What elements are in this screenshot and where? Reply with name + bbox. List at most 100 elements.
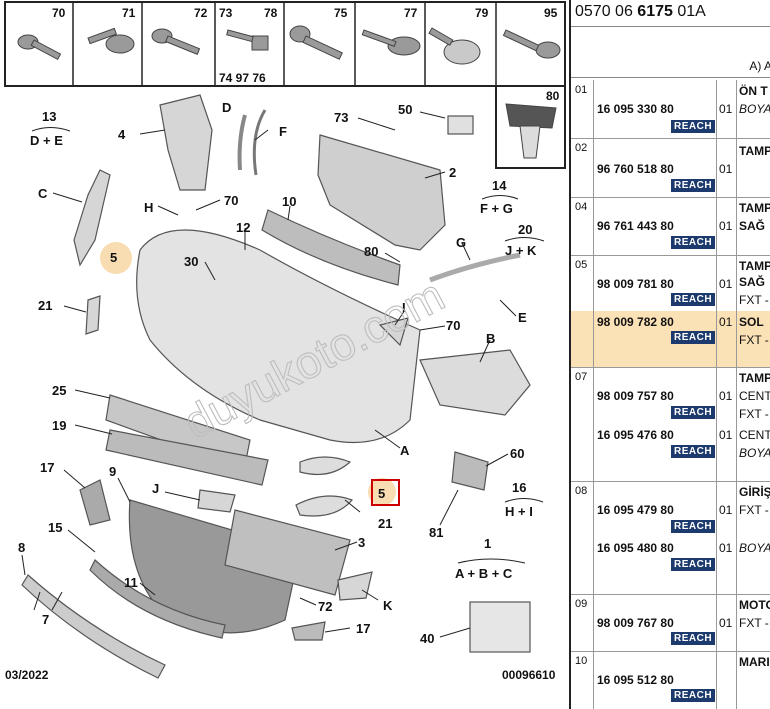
screw-icons (17, 25, 561, 159)
quantity: 01 (719, 315, 733, 329)
reach-badge: REACH (671, 120, 716, 133)
part-label: 70 (224, 193, 238, 208)
part-number[interactable]: 16 095 330 80 (597, 102, 674, 116)
description-2: SAĞ (739, 275, 766, 289)
part-row[interactable]: 07 98 009 757 80 REACH 01 TAMP CENT FXT … (571, 367, 770, 482)
parts-diagram: 70 71 72 73 78 75 77 79 95 74 97 76 80 (4, 1, 566, 682)
row-number: 05 (575, 259, 588, 271)
part-label: H (144, 200, 153, 215)
part-k (337, 571, 373, 601)
part-row[interactable]: 09 98 009 767 80 REACH 01 MOTO FXT - (571, 594, 770, 652)
part-label: 16 (512, 480, 526, 495)
part-label: A (400, 443, 410, 458)
part-label: 15 (48, 520, 62, 535)
reach-badge: REACH (671, 331, 716, 344)
reach-badge: REACH (671, 632, 716, 645)
part-number[interactable]: 98 009 782 80 (597, 315, 674, 329)
reach-badge: REACH (671, 179, 716, 192)
highlight-circle (368, 478, 396, 506)
description: CENT (739, 428, 770, 442)
part-5-cover (299, 456, 352, 475)
part-row[interactable]: 10 16 095 512 80 REACH MARI (571, 651, 770, 709)
part-21-cover (295, 495, 354, 517)
part-number[interactable]: 16 095 512 80 (597, 673, 674, 687)
group-label: D + E (30, 133, 63, 148)
part-number[interactable]: 16 095 479 80 (597, 503, 674, 517)
part-label: 3 (358, 535, 365, 550)
row-number: 07 (575, 371, 588, 383)
quantity: 01 (719, 503, 733, 517)
description-3: FXT - (739, 293, 769, 307)
part-d (237, 114, 247, 171)
part-21 (85, 295, 101, 335)
part-label: 4 (118, 127, 126, 142)
quantity: 01 (719, 389, 733, 403)
screw-70-icon (17, 34, 62, 61)
screw-72-icon (151, 28, 201, 55)
part-row[interactable]: 04 96 761 443 80 REACH 01 TAMP SAĞ (571, 197, 770, 256)
part-g (429, 252, 521, 283)
group-label: H + I (505, 504, 533, 519)
part-label: 81 (429, 525, 443, 540)
part-label: E (518, 310, 527, 325)
part-label: 5 (110, 250, 117, 265)
part-17b (291, 621, 326, 641)
clip-80-icon (505, 103, 557, 159)
part-label: 9 (109, 464, 116, 479)
description: TAMP (739, 259, 770, 273)
part-19 (105, 429, 269, 486)
screw-77-icon (361, 29, 421, 56)
part-number[interactable]: 98 009 757 80 (597, 389, 674, 403)
part-7 (21, 574, 166, 679)
part-number[interactable]: 16 095 480 80 (597, 541, 674, 555)
diagram-date: 03/2022 (5, 668, 49, 682)
part-label: 13 (42, 109, 56, 124)
fastener-label: 74 97 76 (219, 71, 266, 85)
diagram-code: 00096610 (502, 668, 556, 682)
ref-prefix: 0570 06 (575, 3, 633, 20)
part-row[interactable]: 01 16 095 330 80 REACH 01 ÖN T BOYA (571, 80, 770, 139)
leader-lines (21, 111, 517, 638)
group-label: J + K (505, 243, 537, 258)
quantity: 01 (719, 541, 733, 555)
part-label: D (222, 100, 231, 115)
part-10 (261, 209, 401, 286)
highlight-circle (100, 242, 132, 274)
part-label: 8 (18, 540, 25, 555)
row-number: 09 (575, 598, 588, 610)
description-2: FXT - (739, 616, 769, 630)
sub-header: A) A (571, 27, 770, 78)
part-label: 50 (398, 102, 412, 117)
screw-95-icon (502, 29, 561, 59)
description-3: FXT - (739, 407, 769, 421)
description-2: FXT - (739, 333, 769, 347)
part-label: 19 (52, 418, 66, 433)
part-number[interactable]: 96 761 443 80 (597, 219, 674, 233)
part-number[interactable]: 98 009 767 80 (597, 616, 674, 630)
part-row[interactable]: 08 16 095 479 80 REACH 01 GİRİŞ FXT - 16… (571, 481, 770, 595)
part-b (419, 349, 531, 416)
reach-badge: REACH (671, 406, 716, 419)
description: BOYA (739, 541, 770, 555)
screw-73-icon (226, 29, 269, 51)
part-number[interactable]: 96 760 518 80 (597, 162, 674, 176)
part-4 (159, 94, 213, 191)
part-label: B (486, 331, 495, 346)
part-number[interactable]: 16 095 476 80 (597, 428, 674, 442)
part-label: 7 (42, 612, 49, 627)
part-row[interactable]: 02 96 760 518 80 REACH 01 TAMP (571, 138, 770, 198)
quantity: 01 (719, 162, 733, 176)
description: MOTO (739, 598, 770, 612)
part-row[interactable]: 05 98 009 781 80 REACH 01 TAMP SAĞ FXT - (571, 255, 770, 312)
part-label: 12 (236, 220, 250, 235)
group-label: A + B + C (455, 566, 513, 581)
part-row-selected[interactable]: 98 009 782 80 REACH 01 SOL FXT - (571, 311, 770, 368)
row-number: 08 (575, 485, 588, 497)
part-label: 1 (484, 536, 491, 551)
part-label: 20 (518, 222, 532, 237)
group-label: F + G (480, 201, 513, 216)
fastener-label: 80 (546, 89, 560, 103)
description: MARI (739, 655, 770, 669)
reach-badge: REACH (671, 558, 716, 571)
part-number[interactable]: 98 009 781 80 (597, 277, 674, 291)
